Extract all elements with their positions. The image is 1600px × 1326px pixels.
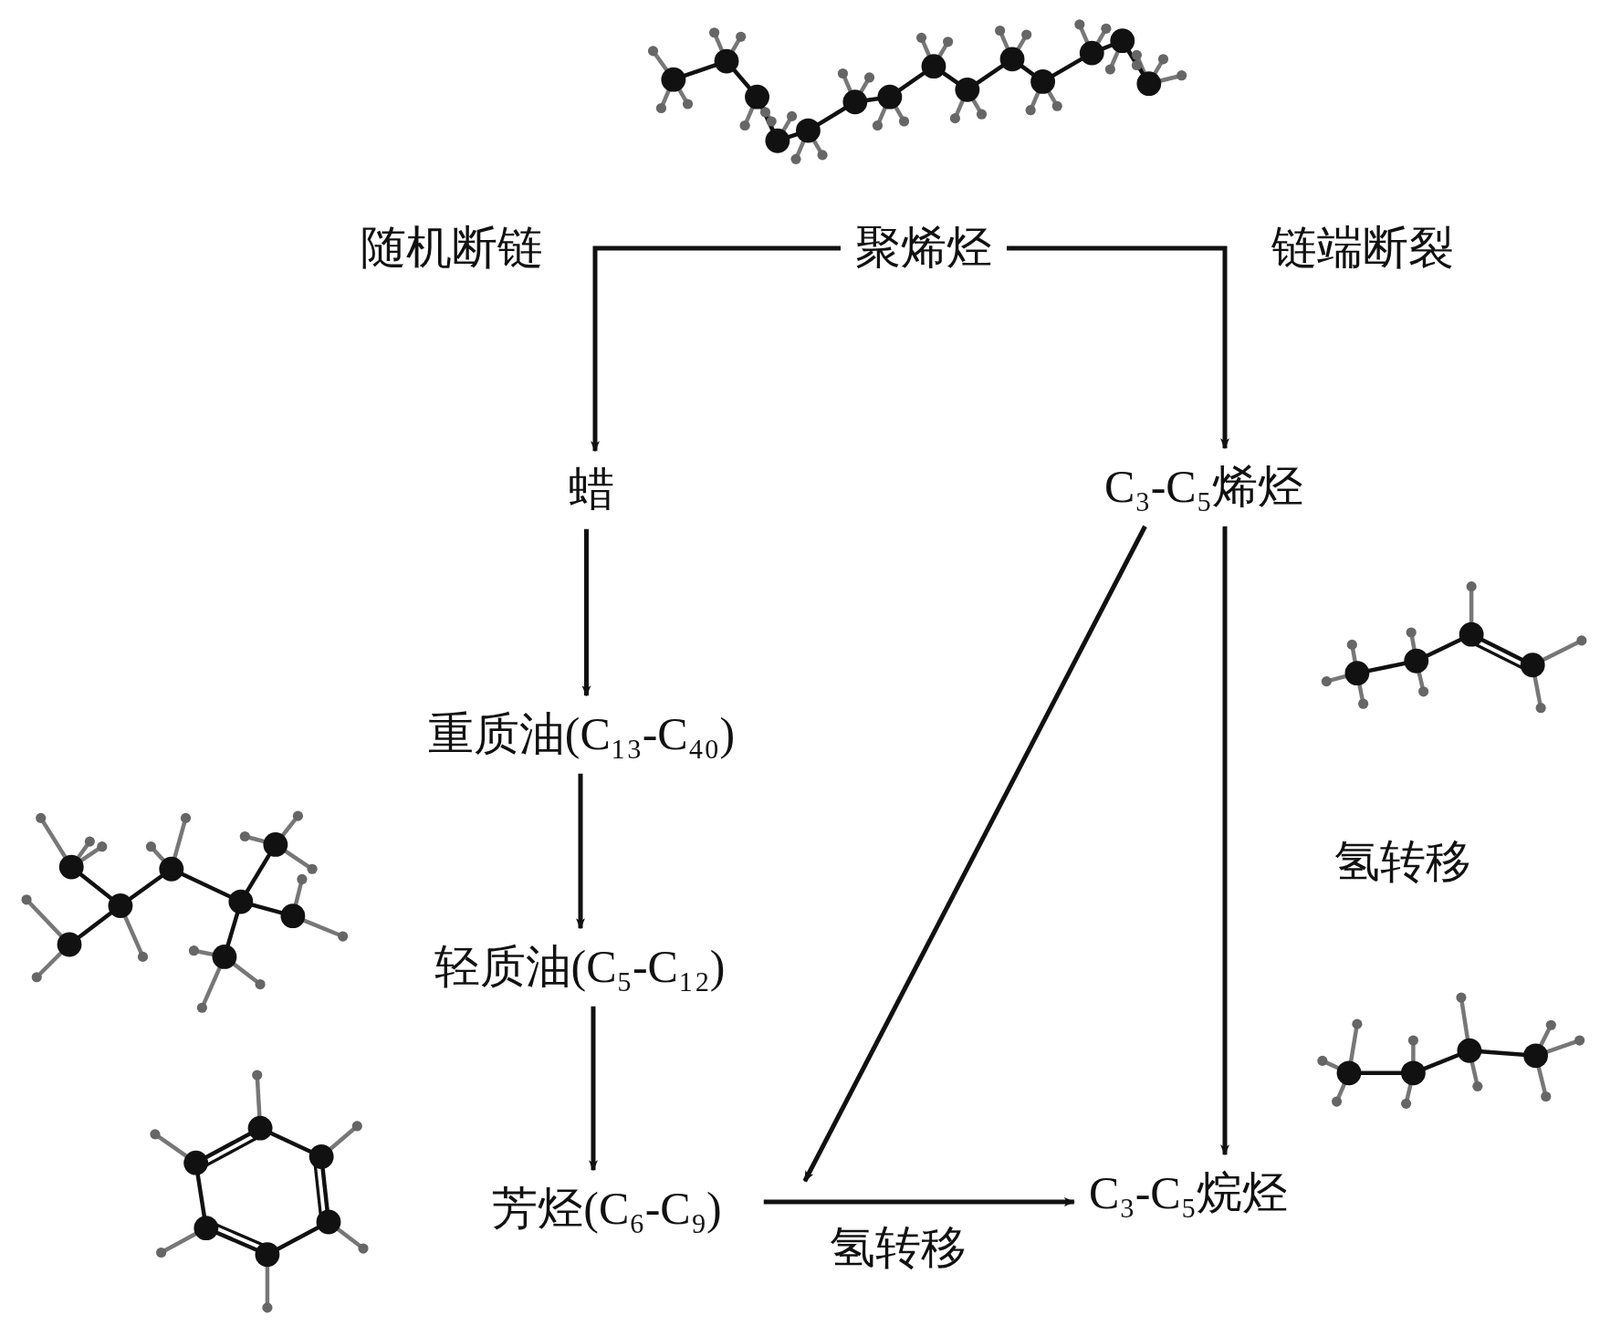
node-text: 轻质油(C₅-C₁₂) xyxy=(434,941,726,993)
polyethylene-chain-model xyxy=(648,19,1187,165)
flow-arrow xyxy=(805,526,1146,1182)
benzene-ring-model xyxy=(149,1069,368,1313)
edge-label: 氢转移 xyxy=(826,1220,971,1277)
edge-label: 随机断链 xyxy=(356,219,547,277)
flow-node: 芳烃(C₆-C₉) xyxy=(486,1179,728,1240)
edge-label: 链端断裂 xyxy=(1267,219,1458,277)
edge-label: 氢转移 xyxy=(1330,834,1475,891)
flow-arrow xyxy=(578,773,584,930)
edge-label-text: 随机断链 xyxy=(360,221,544,273)
flow-node: 聚烯烃 xyxy=(849,218,998,279)
flow-node: 蜡 xyxy=(563,460,620,521)
flow-node: C₃-C₅烷烃 xyxy=(1083,1163,1294,1224)
flow-arrow xyxy=(1223,526,1228,1156)
flow-node: 轻质油(C₅-C₁₂) xyxy=(428,937,732,998)
edge-label-text: 氢转移 xyxy=(1334,836,1472,888)
flow-arrow xyxy=(1006,248,1225,449)
flow-arrow xyxy=(584,529,589,697)
node-text: 重质油(C₁₃-C₄₀) xyxy=(428,708,735,760)
node-text: 蜡 xyxy=(568,463,615,515)
flow-node: C₃-C₅烯烃 xyxy=(1098,457,1309,518)
branched-alkane-model xyxy=(20,811,348,1014)
flow-arrow xyxy=(591,1006,597,1172)
edge-label-text: 链端断裂 xyxy=(1271,221,1454,273)
node-text: 芳烃(C₆-C₉) xyxy=(491,1182,722,1234)
alkane-molecule-model xyxy=(1317,993,1585,1109)
node-text: C₃-C₅烯烃 xyxy=(1104,460,1304,513)
edge-label-text: 氢转移 xyxy=(829,1222,967,1274)
flow-node: 重质油(C₁₃-C₄₀) xyxy=(422,704,741,765)
node-text: 聚烯烃 xyxy=(855,221,993,273)
node-text: C₃-C₅烷烃 xyxy=(1088,1167,1288,1219)
flow-arrow xyxy=(595,248,841,451)
alkene-molecule-model xyxy=(1321,581,1588,713)
flow-arrow xyxy=(763,1200,1075,1205)
